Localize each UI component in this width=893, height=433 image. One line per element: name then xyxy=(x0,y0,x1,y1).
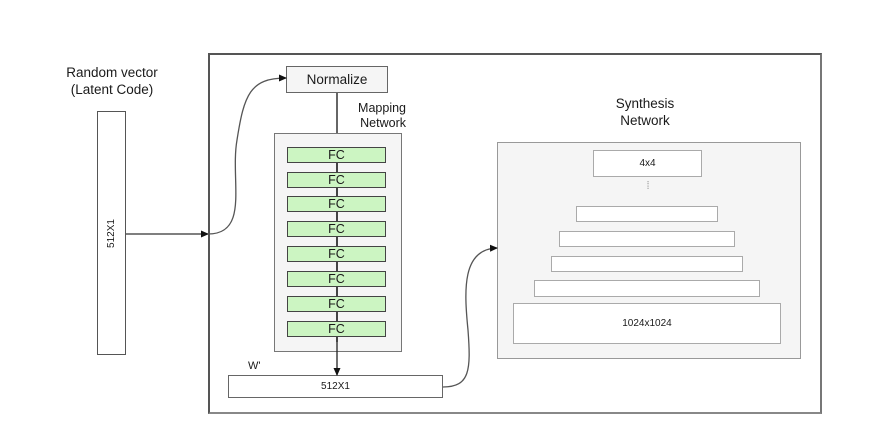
latent-vector: 512X1 xyxy=(97,111,126,355)
frame-to-normalize-arrow xyxy=(207,74,287,235)
fc-layer-label: FC xyxy=(328,222,345,236)
latent-title-line2: (Latent Code) xyxy=(70,82,154,97)
fc-layer: FC xyxy=(287,221,386,237)
synthesis-layer-label: 4x4 xyxy=(639,158,656,169)
fc-layer-label: FC xyxy=(328,173,345,187)
normalize-label: Normalize xyxy=(306,72,368,87)
fc-layer-label: FC xyxy=(328,272,345,286)
w-prime-label: W' xyxy=(248,360,261,372)
fc-layer: FC xyxy=(287,296,386,312)
synthesis-title-line1: Synthesis xyxy=(615,96,675,111)
fc-layer-label: FC xyxy=(328,197,345,211)
synthesis-layer-1024x1024: 1024x1024 xyxy=(513,303,781,344)
synthesis-layer xyxy=(551,256,743,272)
synthesis-title-line2: Network xyxy=(620,113,670,128)
mapping-network-panel xyxy=(274,133,402,352)
latent-title-line1: Random vector xyxy=(66,65,158,80)
fc-layer: FC xyxy=(287,147,386,163)
latent-title: Random vector (Latent Code) xyxy=(52,64,172,98)
synthesis-layer xyxy=(576,206,718,222)
fc-layer: FC xyxy=(287,246,386,262)
fc-layer: FC xyxy=(287,172,386,188)
w-vector-label: 512X1 xyxy=(321,381,350,392)
synthesis-layer-label: 1024x1024 xyxy=(622,318,672,329)
fc-layer: FC xyxy=(287,271,386,287)
fc-layer: FC xyxy=(287,196,386,212)
ellipsis-icon: ⁞ xyxy=(646,180,650,192)
mapping-network-title: Mapping Network xyxy=(340,101,406,131)
fc-layer: FC xyxy=(287,321,386,337)
w-to-synthesis-arrow xyxy=(442,244,498,388)
synthesis-network-title: Synthesis Network xyxy=(590,95,700,129)
normalize-block: Normalize xyxy=(286,66,388,93)
mapping-title-line2: Network xyxy=(360,116,406,130)
fc-layer-label: FC xyxy=(328,148,345,162)
fc-layer-label: FC xyxy=(328,297,345,311)
synthesis-layer xyxy=(534,280,760,297)
normalize-connector xyxy=(336,93,338,133)
synthesis-layer-4x4: 4x4 xyxy=(593,150,702,177)
mapping-title-line1: Mapping xyxy=(358,101,406,115)
synthesis-layer xyxy=(559,231,735,247)
fc-layer-label: FC xyxy=(328,322,345,336)
fc-layer-label: FC xyxy=(328,247,345,261)
